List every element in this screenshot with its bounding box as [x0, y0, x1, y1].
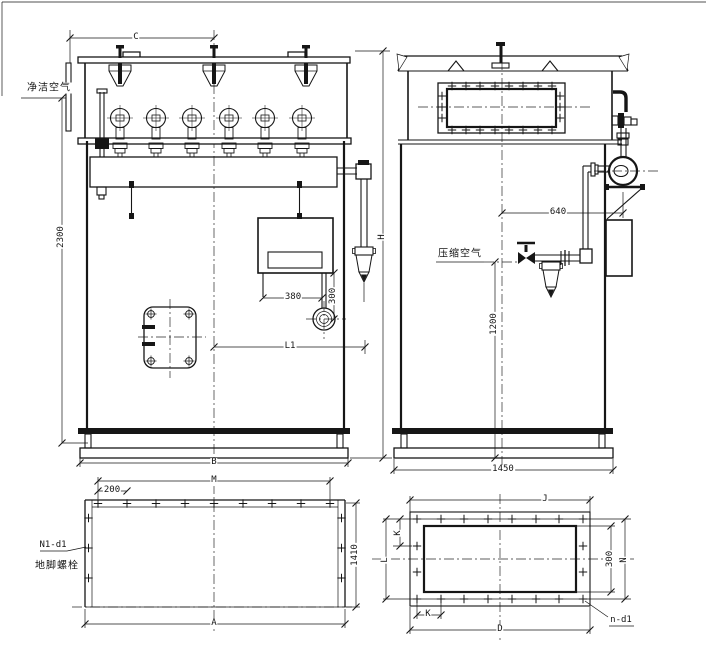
dim-label-j: J: [541, 494, 549, 505]
front-view: [21, 30, 392, 468]
anchor-bolt-text-label: 地脚螺栓: [35, 560, 79, 572]
dim-label-c: C: [132, 32, 140, 43]
side-view: [389, 42, 659, 475]
dim-label-2300: 2300: [56, 225, 67, 249]
dim-label-l1: L1: [283, 341, 297, 352]
dim-label-h: H: [377, 233, 388, 241]
dim-label-300-right: 300: [605, 549, 616, 569]
dim-label-1450: 1450: [491, 464, 515, 475]
dim-label-m: M: [210, 475, 218, 486]
dim-label-k-vertical: K: [393, 529, 404, 537]
hole-code-label: n-d1: [610, 615, 632, 626]
base-plan-view: [40, 476, 361, 631]
dim-label-1410: 1410: [350, 543, 361, 567]
dim-label-1200: 1200: [489, 312, 500, 336]
dim-label-d: D: [496, 624, 504, 635]
dim-label-200: 200: [102, 485, 122, 496]
dim-label-380: 380: [283, 292, 303, 303]
flange-plan-view: [372, 494, 636, 640]
dim-label-n: N: [619, 556, 630, 564]
dim-label-a: A: [210, 618, 218, 629]
dim-label-k-horizontal: K: [424, 609, 432, 620]
anchor-bolt-code-label: N1-d1: [39, 540, 67, 551]
dim-label-b: B: [210, 457, 218, 468]
dim-label-640: 640: [548, 207, 568, 218]
dim-label-300-front: 300: [328, 286, 339, 306]
clean-air-label: 净洁空气: [26, 82, 72, 94]
compressed-air-label: 压缩空气: [437, 248, 483, 260]
sheet-frame: [1, 1, 706, 96]
dim-label-l: L: [380, 556, 391, 564]
